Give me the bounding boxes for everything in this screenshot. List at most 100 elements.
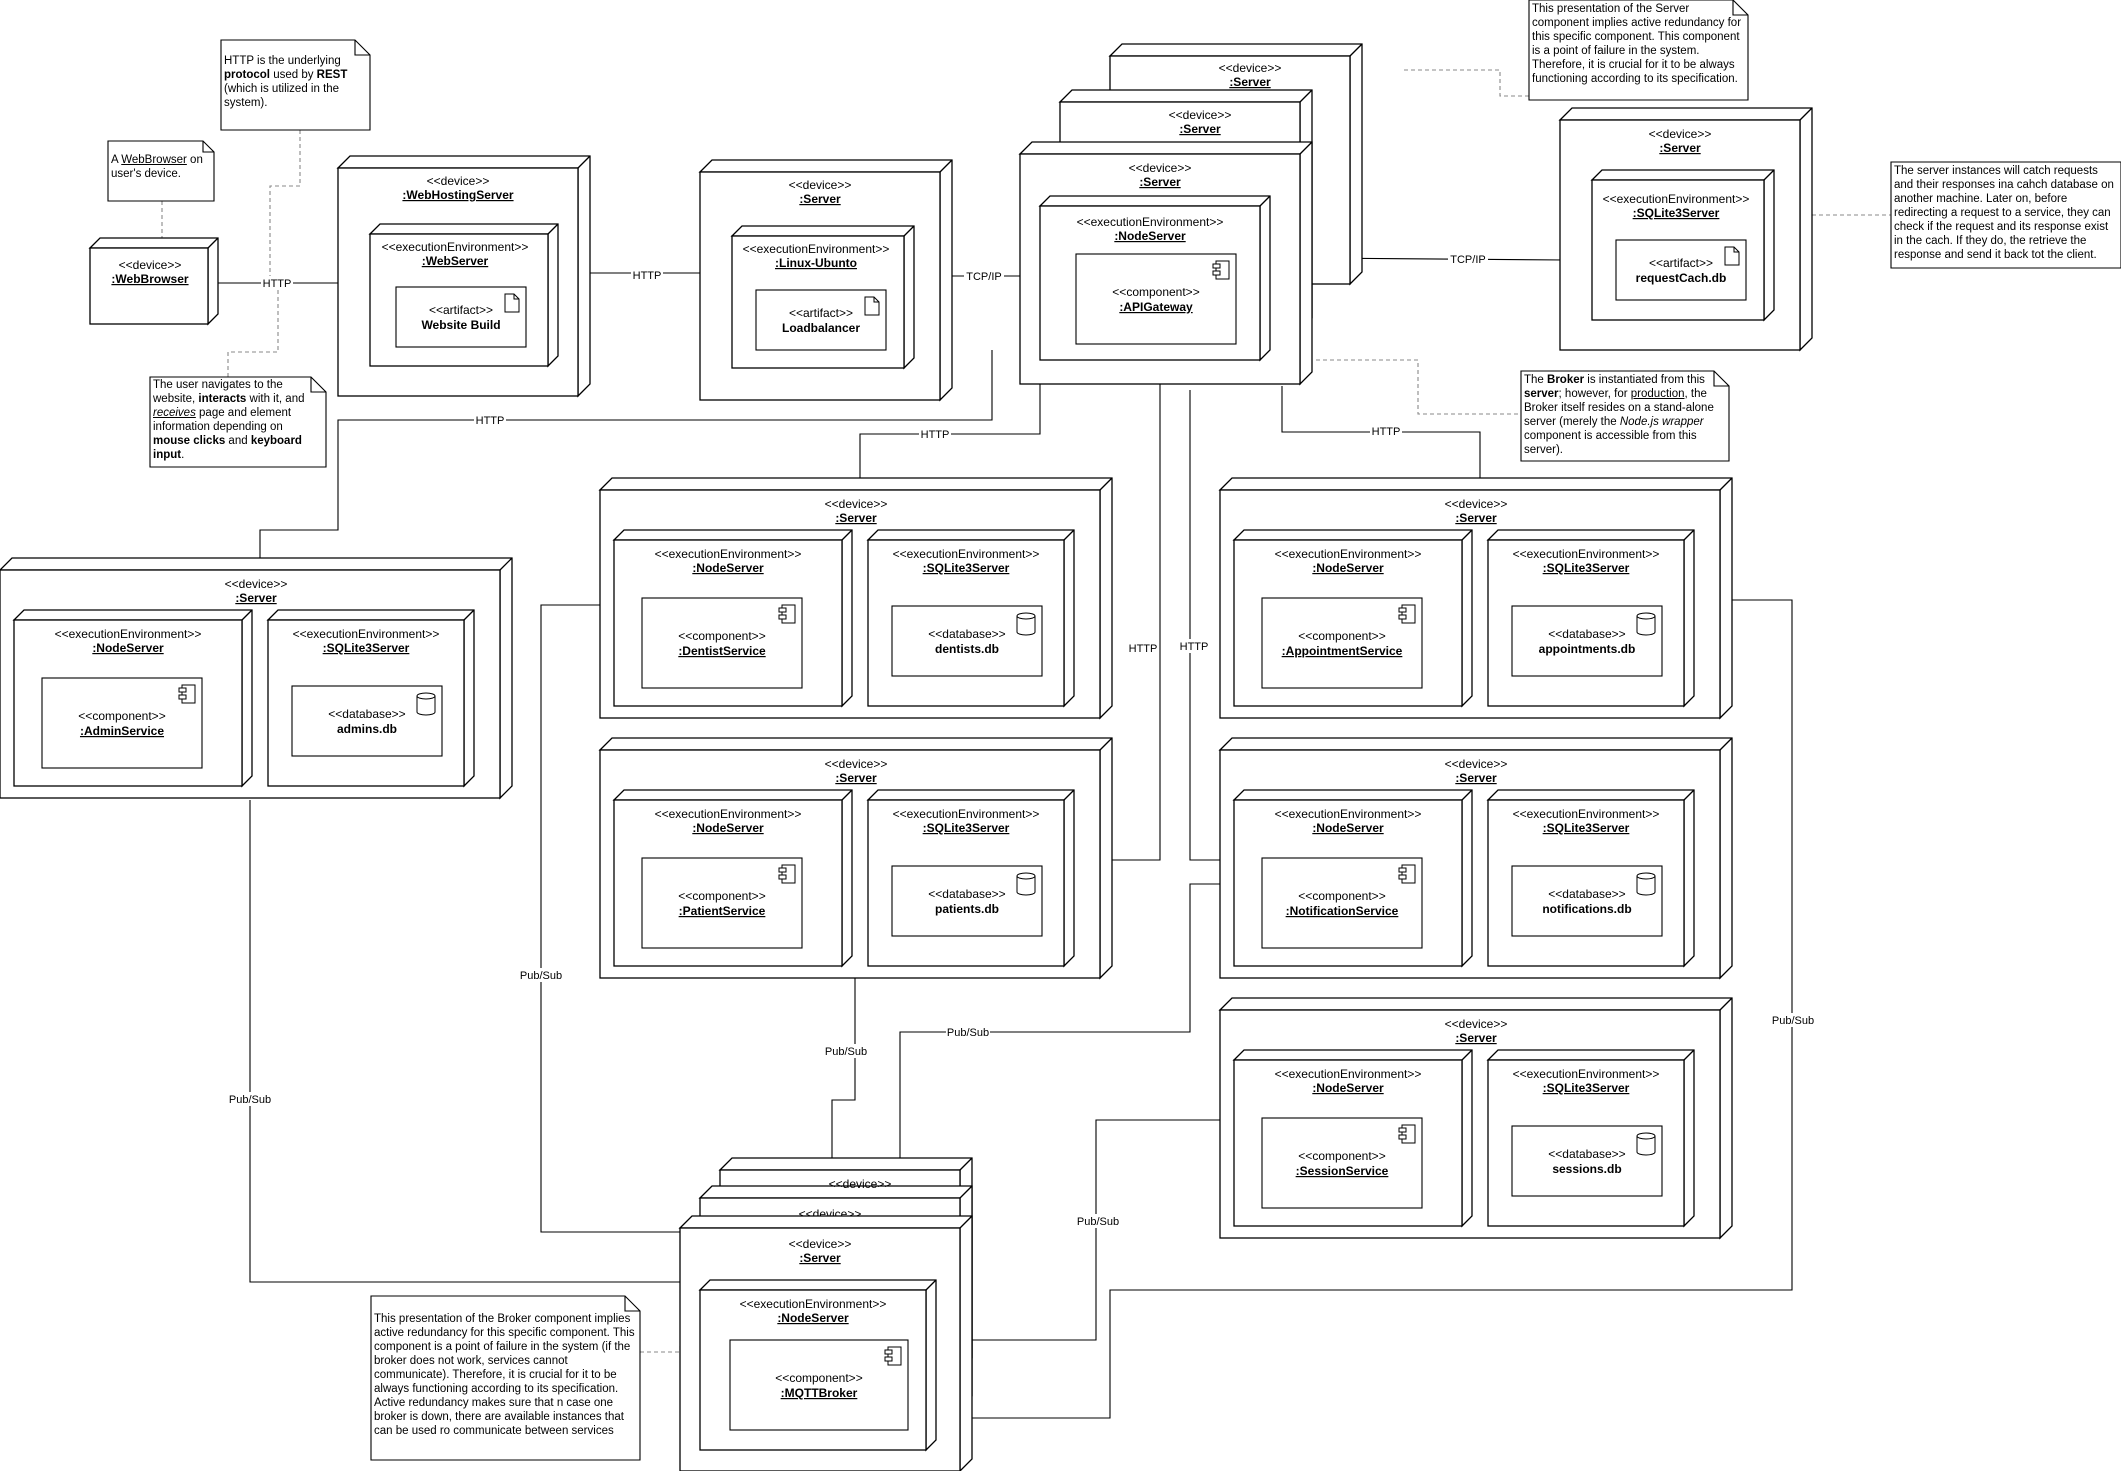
node-name-cache: :Server bbox=[1659, 141, 1701, 155]
component-patient: <<component>>:PatientService bbox=[641, 857, 803, 949]
env-name-admin-node: :NodeServer bbox=[92, 641, 164, 655]
component-name: :DentistService bbox=[678, 644, 766, 658]
note-shapes bbox=[107, 0, 2121, 1461]
anchor-note-http bbox=[269, 130, 301, 283]
note-shape-broker-info bbox=[1520, 370, 1730, 462]
node-admin: <<device>>:Server<<executionEnvironment>… bbox=[0, 557, 513, 800]
env-webserver: <<executionEnvironment>>:WebServer<<arti… bbox=[368, 223, 559, 368]
edge-gateway-admin bbox=[259, 350, 993, 558]
svg-text:HTTP: HTTP bbox=[476, 415, 505, 427]
label-http-appointment: HTTP bbox=[1370, 424, 1402, 438]
component-name: :NotificationService bbox=[1286, 904, 1399, 918]
node-gateway: <<device>>:Server<<executionEnvironment>… bbox=[1018, 141, 1313, 386]
stereotype-label: <<executionEnvironment>> bbox=[55, 627, 202, 641]
artifact-requestcach: <<artifact>>requestCach.db bbox=[1615, 239, 1747, 301]
svg-text:TCP/IP: TCP/IP bbox=[1450, 254, 1485, 266]
env-name-session-sqlite: :SQLite3Server bbox=[1543, 1081, 1630, 1095]
svg-text:HTTP: HTTP bbox=[1129, 643, 1158, 655]
env-patient-node: <<executionEnvironment>>:NodeServer<<com… bbox=[612, 789, 853, 968]
svg-text:Pub/Sub: Pub/Sub bbox=[1077, 1216, 1119, 1228]
svg-text:<<artifact>>: <<artifact>> bbox=[1649, 256, 1713, 270]
note-broker-info: The Broker is instantiated from this ser… bbox=[1524, 374, 1714, 456]
stereotype-label: <<device>> bbox=[1445, 497, 1508, 511]
label-pubsub-dentist: Pub/Sub bbox=[519, 968, 563, 982]
node-name-patient: :Server bbox=[835, 771, 877, 785]
env-appointment-sqlite: <<executionEnvironment>>:SQLite3Server<<… bbox=[1486, 529, 1695, 708]
env-cache-sqlite: <<executionEnvironment>>:SQLite3Server<<… bbox=[1590, 169, 1775, 322]
env-dentist-node: <<executionEnvironment>>:NodeServer<<com… bbox=[612, 529, 853, 708]
artifact-website-build: <<artifact>>Website Build bbox=[395, 286, 527, 348]
note-webbrowser: A WebBrowser on user's device. bbox=[111, 154, 203, 180]
svg-text:HTTP: HTTP bbox=[633, 270, 662, 282]
note-http: HTTP is the underlying protocol used by … bbox=[224, 55, 347, 109]
node-name-gateway-3: :Server bbox=[1229, 75, 1271, 89]
database-dentist: <<database>>dentists.db bbox=[891, 605, 1043, 677]
stereotype-label: <<device>> bbox=[1445, 757, 1508, 771]
anchor-note-user bbox=[227, 283, 279, 377]
svg-text:<<database>>: <<database>> bbox=[928, 887, 1005, 901]
env-name-gateway: :NodeServer bbox=[1114, 229, 1186, 243]
env-name-linux: :Linux-Ubunto bbox=[775, 256, 857, 270]
artifact-loadbalancer: <<artifact>>Loadbalancer bbox=[755, 289, 887, 351]
edge-gateway-notification bbox=[1189, 390, 1220, 861]
svg-text:TCP/IP: TCP/IP bbox=[966, 271, 1001, 283]
stereotype-label: <<device>> bbox=[427, 174, 490, 188]
label-http-webhosting: HTTP bbox=[631, 268, 663, 282]
node-name-broker: :Server bbox=[799, 1251, 841, 1265]
node-webbrowser: <<device>>:WebBrowser bbox=[88, 237, 219, 326]
nodes-layer: <<device>>:WebBrowser<<device>>:WebHosti… bbox=[0, 43, 1813, 1471]
component-mqttbroker: <<component>>:MQTTBroker bbox=[729, 1339, 909, 1431]
connections bbox=[161, 69, 1892, 1419]
node-dentist: <<device>>:Server<<executionEnvironment>… bbox=[598, 477, 1113, 720]
note-shape-broker-redundancy bbox=[370, 1295, 641, 1461]
note-shape-server-redundancy bbox=[1528, 0, 1749, 101]
artifact-name: Loadbalancer bbox=[782, 321, 860, 335]
env-name-admin-sqlite: :SQLite3Server bbox=[323, 641, 410, 655]
env-name-dentist-sqlite: :SQLite3Server bbox=[923, 561, 1010, 575]
edge-appointment-broker bbox=[972, 599, 1793, 1419]
edge-gateway-patient bbox=[1110, 378, 1161, 861]
note-shape-webbrowser bbox=[107, 140, 215, 202]
env-name-patient-sqlite: :SQLite3Server bbox=[923, 821, 1010, 835]
stereotype-label: <<executionEnvironment>> bbox=[293, 627, 440, 641]
database-name: admins.db bbox=[337, 722, 397, 736]
anchor-note-broker-info bbox=[1316, 359, 1522, 415]
edge-session-broker bbox=[972, 1119, 1220, 1341]
edge-admin-broker bbox=[249, 800, 680, 1283]
database-appointment: <<database>>appointments.db bbox=[1511, 605, 1663, 677]
label-http-notification: HTTP bbox=[1178, 639, 1210, 653]
svg-text:<<database>>: <<database>> bbox=[928, 627, 1005, 641]
component-appointment: <<component>>:AppointmentService bbox=[1261, 597, 1423, 689]
anchor-note-broker-redundancy bbox=[640, 1346, 681, 1353]
anchor-note-server-redundancy bbox=[1404, 69, 1530, 97]
env-name-session-node: :NodeServer bbox=[1312, 1081, 1384, 1095]
stereotype-label: <<device>> bbox=[789, 1237, 852, 1251]
env-session-sqlite: <<executionEnvironment>>:SQLite3Server<<… bbox=[1486, 1049, 1695, 1228]
svg-text:<<component>>: <<component>> bbox=[1298, 629, 1385, 643]
label-pubsub-admin: Pub/Sub bbox=[228, 1092, 272, 1106]
node-name-webbrowser: :WebBrowser bbox=[111, 272, 188, 286]
component-notification: <<component>>:NotificationService bbox=[1261, 857, 1423, 949]
label-pubsub-patient: Pub/Sub bbox=[824, 1044, 868, 1058]
stereotype-label: <<device>> bbox=[1649, 127, 1712, 141]
node-webhosting: <<device>>:WebHostingServer<<executionEn… bbox=[336, 155, 591, 398]
svg-text:<<component>>: <<component>> bbox=[678, 629, 765, 643]
note-shape-http bbox=[220, 39, 371, 131]
svg-text:<<database>>: <<database>> bbox=[1548, 887, 1625, 901]
component-session: <<component>>:SessionService bbox=[1261, 1117, 1423, 1209]
component-apigateway: <<component>>:APIGateway bbox=[1075, 253, 1237, 345]
component-name: :MQTTBroker bbox=[781, 1386, 858, 1400]
node-appointment: <<device>>:Server<<executionEnvironment>… bbox=[1218, 477, 1733, 720]
svg-text:HTTP: HTTP bbox=[921, 429, 950, 441]
env-broker-node: <<executionEnvironment>>:NodeServer<<com… bbox=[698, 1279, 937, 1452]
svg-text:HTTP: HTTP bbox=[1180, 641, 1209, 653]
label-tcpip-lb: TCP/IP bbox=[964, 269, 1004, 283]
env-name-dentist-node: :NodeServer bbox=[692, 561, 764, 575]
database-name: dentists.db bbox=[935, 642, 999, 656]
component-name: :SessionService bbox=[1296, 1164, 1389, 1178]
edge-notification-broker bbox=[899, 883, 1220, 1220]
note-server-redundancy: This presentation of the Server componen… bbox=[1532, 3, 1741, 85]
label-http-browser: HTTP bbox=[261, 276, 293, 290]
label-pubsub-session: Pub/Sub bbox=[1076, 1214, 1120, 1228]
